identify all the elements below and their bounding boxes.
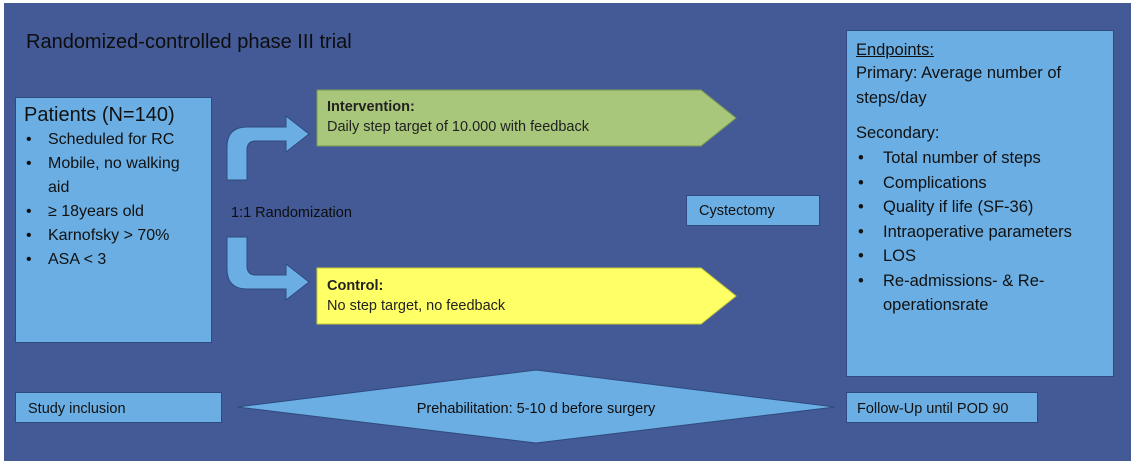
secondary-item: Total number of steps <box>856 146 1104 171</box>
control-description: No step target, no feedback <box>327 298 506 314</box>
secondary-item: Quality if life (SF-36) <box>856 195 1104 220</box>
criteria-item: ASA < 3 <box>24 248 203 272</box>
secondary-item: Re-admissions- & Re-operationsrate <box>856 269 1104 318</box>
randomization-label: 1:1 Randomization <box>231 205 352 221</box>
intervention-text: Intervention: Daily step target of 10.00… <box>327 97 589 137</box>
intervention-description: Daily step target of 10.000 with feedbac… <box>327 119 589 135</box>
control-arrow <box>316 267 737 325</box>
secondary-item: Complications <box>856 171 1104 196</box>
bent-arrow-up-icon <box>226 114 310 181</box>
endpoints-heading: Endpoints: <box>856 41 934 59</box>
slide-background: Randomized-controlled phase III trial Pa… <box>4 3 1131 461</box>
secondary-item: Intraoperative parameters <box>856 220 1104 245</box>
criteria-item: Karnofsky > 70% <box>24 224 203 248</box>
criteria-item: Scheduled for RC <box>24 128 203 152</box>
secondary-heading: Secondary: <box>856 124 940 142</box>
intervention-arrow <box>316 89 737 147</box>
bent-arrow-down-icon <box>226 236 310 302</box>
patients-heading: Patients (N=140) <box>24 104 175 126</box>
primary-endpoint: Primary: Average number of steps/day <box>856 64 1062 107</box>
endpoints-box: Endpoints: Primary: Average number of st… <box>846 30 1114 377</box>
patients-box: Patients (N=140) Scheduled for RC Mobile… <box>15 97 212 343</box>
secondary-item: LOS <box>856 244 1104 269</box>
intervention-label: Intervention: <box>327 99 415 115</box>
criteria-item: ≥ 18years old <box>24 200 203 224</box>
secondary-endpoints-list: Total number of steps Complications Qual… <box>856 146 1104 318</box>
followup-box: Follow-Up until POD 90 <box>846 392 1038 423</box>
cystectomy-box: Cystectomy <box>686 195 820 226</box>
page-title: Randomized-controlled phase III trial <box>26 31 352 53</box>
patients-criteria-list: Scheduled for RC Mobile, no walking aid … <box>24 128 203 272</box>
diagram-shapes <box>226 89 836 444</box>
control-text: Control: No step target, no feedback <box>327 276 505 316</box>
prehab-label: Prehabilitation: 5-10 d before surgery <box>416 401 656 417</box>
study-inclusion-box: Study inclusion <box>15 392 222 423</box>
criteria-item: Mobile, no walking aid <box>24 152 203 200</box>
control-label: Control: <box>327 278 384 294</box>
prehab-diamond <box>236 369 836 444</box>
